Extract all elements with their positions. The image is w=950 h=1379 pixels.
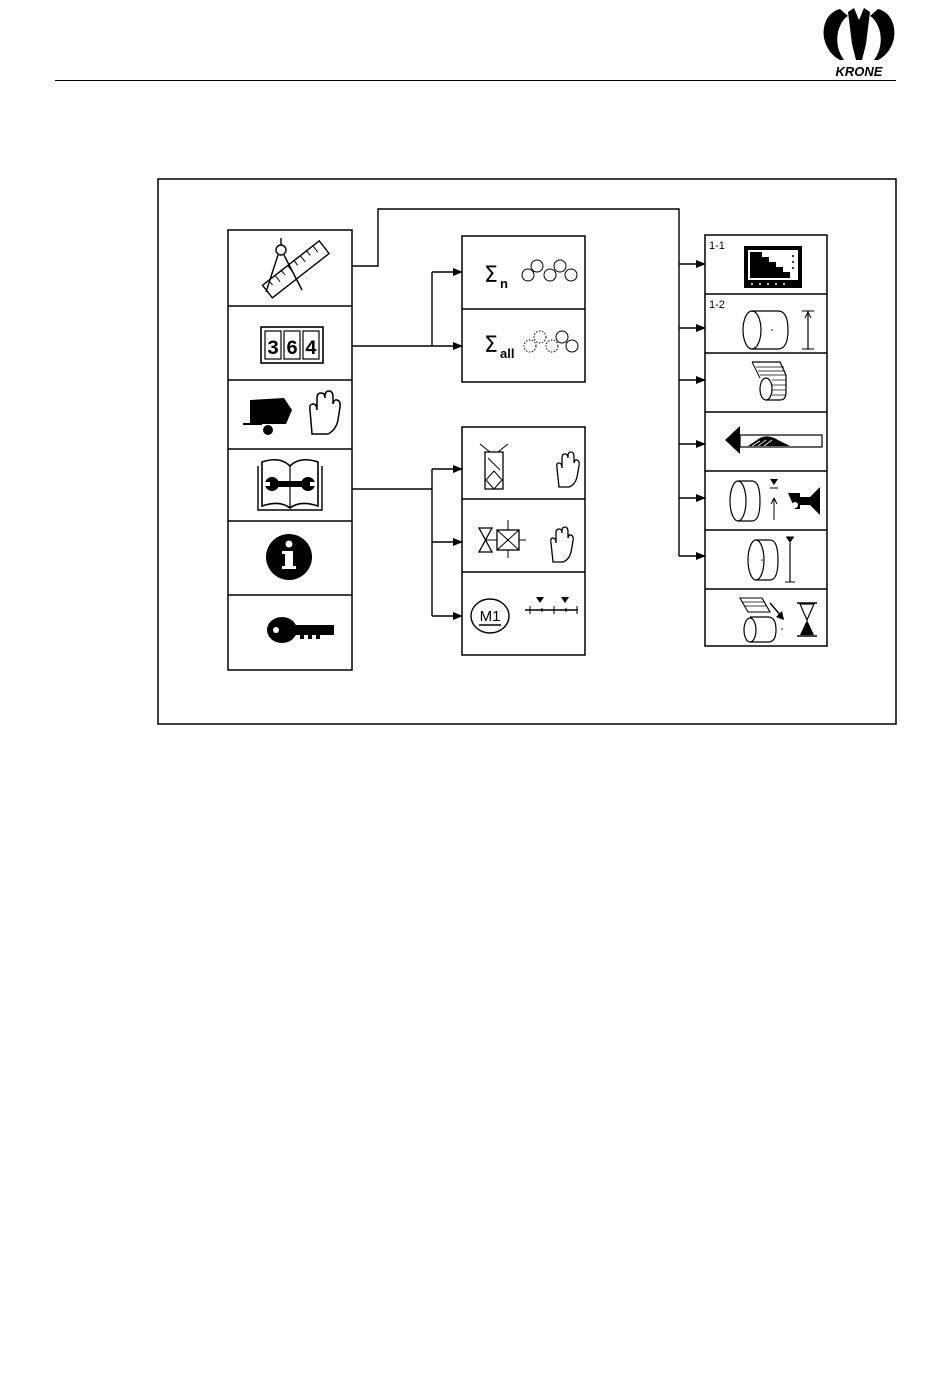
wrap-delay-icon[interactable] — [740, 598, 817, 642]
bale-diameter-icon[interactable]: 1-2 — [709, 299, 814, 349]
motor-label: M1 — [480, 608, 501, 625]
sum-symbol: Σ — [484, 333, 498, 358]
counter-digit: 3 — [267, 338, 279, 361]
compass-ruler-icon[interactable] — [262, 238, 329, 298]
net-wrap-icon[interactable] — [752, 362, 786, 400]
info-icon[interactable] — [266, 534, 312, 580]
actuator-test-hand-icon[interactable] — [479, 520, 573, 562]
counter-digit: 4 — [305, 338, 317, 361]
settings-menu: 1-1 1-2 — [705, 235, 827, 646]
service-book-icon[interactable] — [258, 460, 322, 510]
sum-n-bales-icon[interactable]: Σ n — [484, 260, 577, 291]
main-menu: 3 6 4 — [228, 230, 352, 670]
sum-subscript: all — [500, 346, 514, 361]
sum-all-bales-icon[interactable]: Σ all — [484, 331, 578, 361]
crop-direction-icon[interactable] — [725, 426, 822, 454]
pre-signal-horn-icon[interactable] — [730, 479, 820, 521]
key-icon[interactable] — [267, 617, 334, 643]
bale-shape-display-icon[interactable]: 1-1 — [709, 240, 802, 288]
bale-size-icon[interactable] — [748, 537, 795, 582]
sensor-test-hand-icon[interactable] — [480, 444, 579, 489]
sum-symbol: Σ — [484, 263, 498, 288]
connector-lines — [352, 209, 705, 616]
counter-digit: 6 — [286, 338, 298, 361]
baler-hand-icon[interactable] — [243, 391, 340, 435]
menu-number-label: 1-1 — [709, 240, 725, 252]
menu-number-label: 1-2 — [709, 299, 725, 311]
counter-display-icon[interactable]: 3 6 4 — [261, 327, 323, 363]
counter-menu: Σ n Σ all — [462, 236, 585, 382]
motor-calibration-icon[interactable]: M1 — [471, 597, 578, 633]
sum-subscript: n — [500, 276, 508, 291]
service-menu: M1 — [462, 427, 585, 655]
